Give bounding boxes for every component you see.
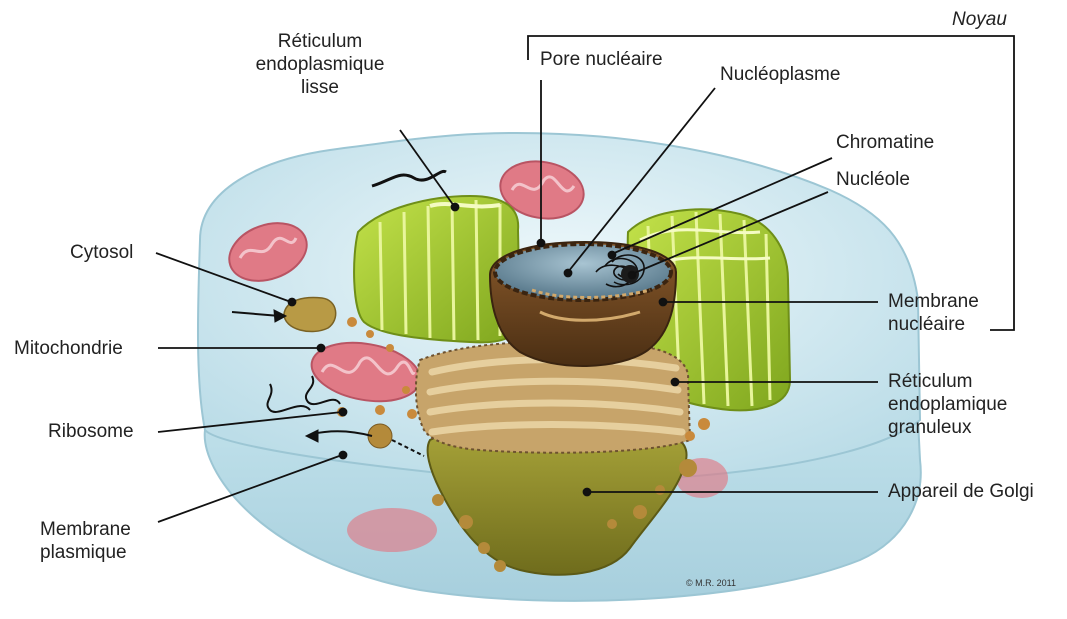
label-nucleole: Nucléole — [836, 168, 910, 191]
label-cytosol: Cytosol — [70, 241, 133, 264]
label-mitochondrie: Mitochondrie — [14, 337, 123, 360]
label-noyau: Noyau — [952, 8, 1007, 31]
copyright: © M.R. 2011 — [686, 578, 736, 588]
label-chromatine: Chromatine — [836, 131, 934, 154]
label-membrane-nucleaire: Membrane nucléaire — [888, 290, 979, 336]
label-nucleoplasme: Nucléoplasme — [720, 63, 840, 86]
label-pore-nucleaire: Pore nucléaire — [540, 48, 663, 71]
label-ribosome: Ribosome — [48, 420, 134, 443]
label-membrane-plasmique: Membrane plasmique — [40, 518, 131, 564]
label-reticulum-lisse: Réticulum endoplasmique lisse — [254, 30, 386, 99]
label-reticulum-granuleux: Réticulum endoplamique granuleux — [888, 370, 1007, 439]
nucleus — [490, 242, 676, 366]
label-appareil-golgi: Appareil de Golgi — [888, 480, 1034, 503]
